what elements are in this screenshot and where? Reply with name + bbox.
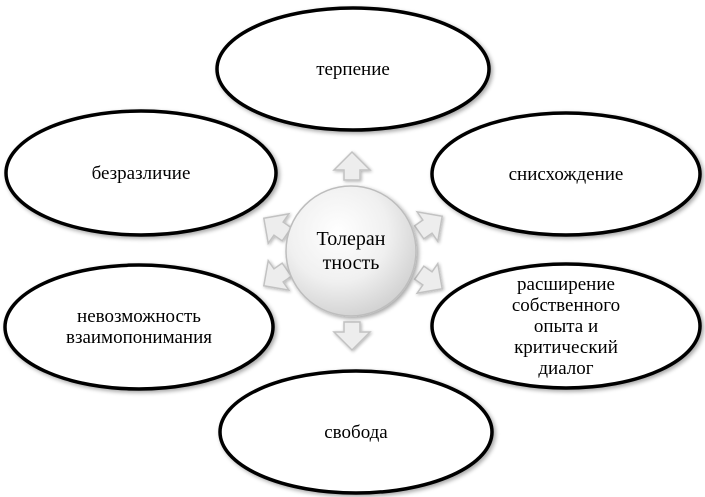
- center-label: Толеран тность: [316, 228, 386, 274]
- arrow-to-top: [332, 150, 372, 181]
- arrow-to-right-lower: [413, 261, 444, 295]
- arrow-to-left-upper: [262, 212, 293, 246]
- center-circle: [285, 185, 417, 317]
- node-right-lower-ellipse: [430, 262, 702, 390]
- node-left-upper-label: безразличие: [91, 162, 191, 184]
- node-right-lower-label: расширение собственного опыта и критичес…: [511, 273, 621, 379]
- node-top-label: терпение: [316, 58, 390, 80]
- node-top-ellipse: [215, 6, 491, 132]
- node-bottom-label: свобода: [324, 421, 388, 443]
- node-left-lower-label: невозможность взаимопонимания: [65, 306, 212, 348]
- node-right-upper-label: снисхождение: [508, 163, 624, 185]
- node-bottom-ellipse: [218, 369, 494, 495]
- node-right-upper-ellipse: [430, 111, 702, 237]
- arrow-to-left-lower: [262, 258, 293, 292]
- node-left-lower-ellipse: [3, 263, 275, 391]
- node-left-upper-ellipse: [4, 109, 278, 237]
- arrow-to-right-upper: [413, 210, 444, 244]
- arrow-to-bottom: [332, 321, 372, 352]
